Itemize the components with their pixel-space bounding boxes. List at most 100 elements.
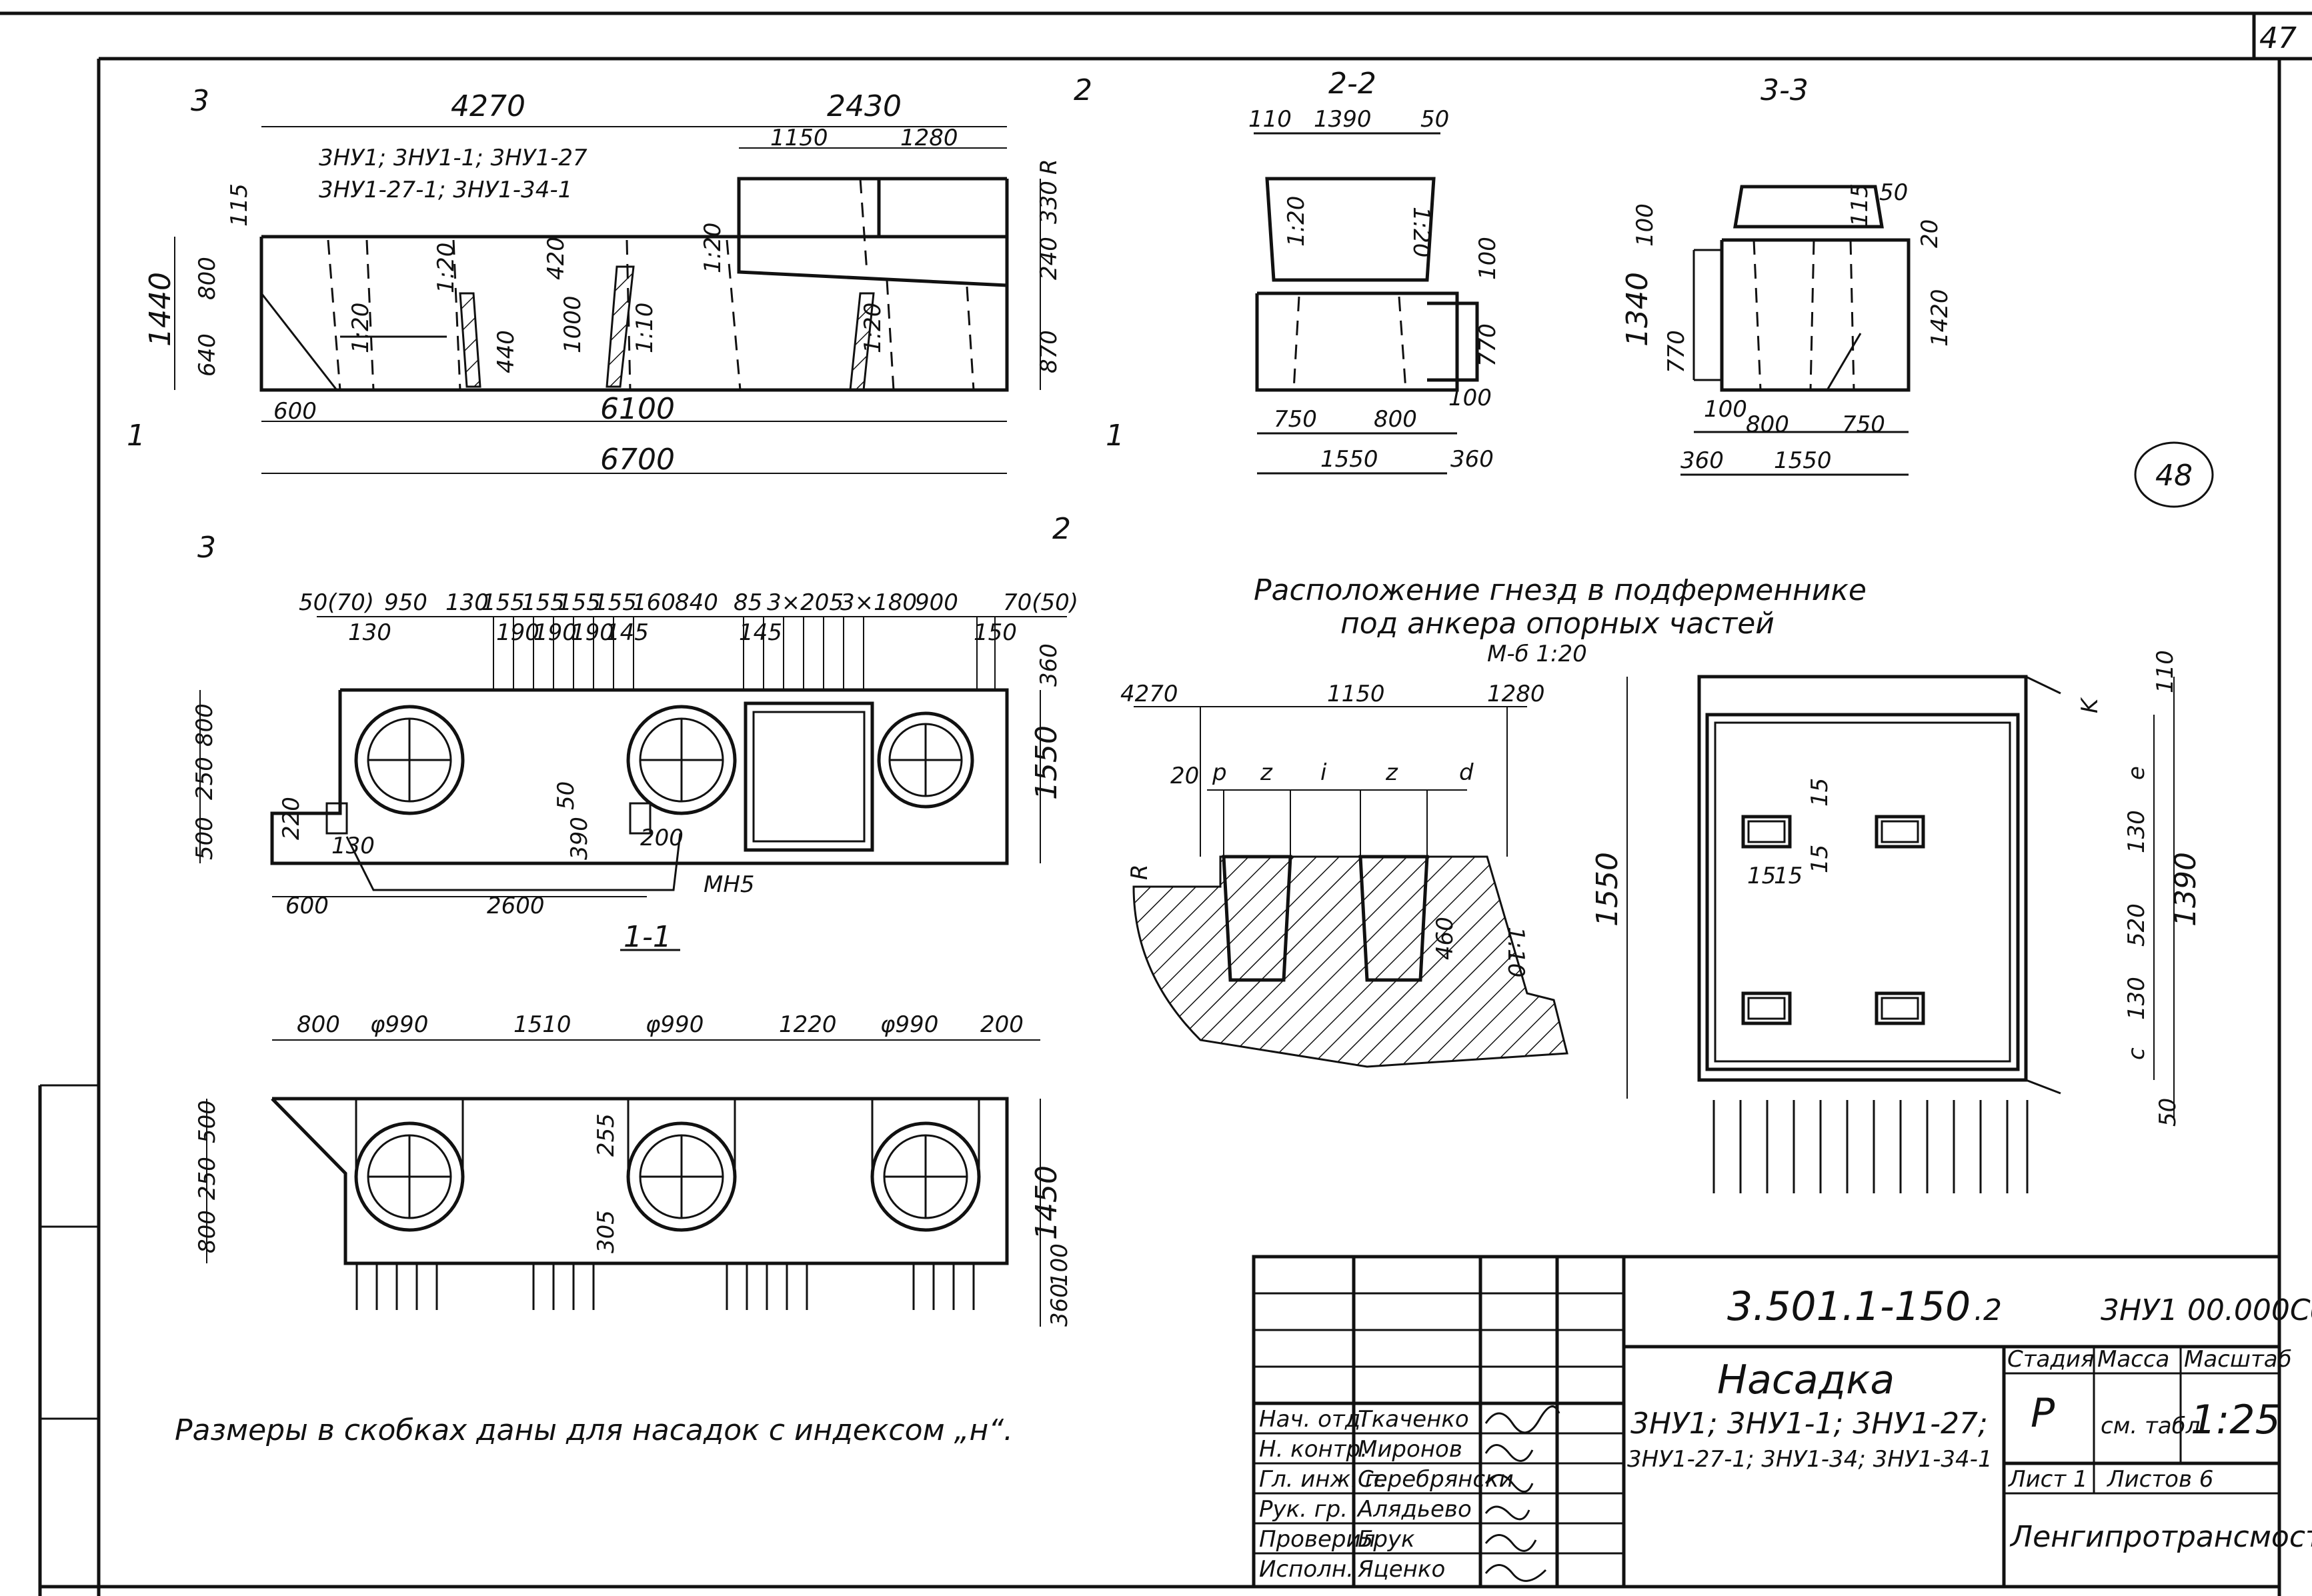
scale-value: 1:25 (2191, 1397, 2281, 1443)
svg-text:1550: 1550 (1590, 852, 1624, 927)
section-title: 1-1 (624, 920, 672, 954)
svg-text:1150: 1150 (1327, 681, 1385, 707)
svg-text:255: 255 (593, 1113, 620, 1157)
svg-text:Брук: Брук (1358, 1526, 1415, 1553)
title-block-text: 3.501.1-150 .2 3НУ1 00.000Сб Насадка 3НУ… (1259, 1283, 2312, 1583)
svg-text:3НУ1-27-1; 3НУ1-34; 3НУ1-34-1: 3НУ1-27-1; 3НУ1-34; 3НУ1-34-1 (1627, 1446, 1993, 1473)
svg-text:3×180: 3×180 (840, 589, 917, 616)
svg-text:1280: 1280 (900, 125, 958, 151)
svg-text:1:20: 1:20 (1408, 207, 1434, 257)
svg-text:1:10: 1:10 (632, 303, 658, 353)
svg-text:1220: 1220 (779, 1011, 837, 1038)
svg-text:6100: 6100 (600, 392, 675, 426)
svg-text:48: 48 (2155, 459, 2193, 493)
svg-text:z: z (1260, 759, 1273, 786)
svg-text:250: 250 (191, 757, 218, 800)
svg-text:z: z (1385, 759, 1398, 786)
svg-text:870: 870 (1036, 330, 1062, 373)
dimension-ticks (493, 617, 996, 690)
svg-text:600: 600 (273, 398, 317, 425)
svg-text:100: 100 (1632, 203, 1658, 247)
svg-text:190: 190 (533, 619, 577, 646)
pile-lines (355, 1263, 975, 1310)
svg-text:15: 15 (1807, 778, 1833, 807)
svg-text:φ990: φ990 (370, 1011, 428, 1038)
svg-text:MH5: MH5 (704, 871, 755, 898)
svg-text:50(70): 50(70) (299, 589, 374, 616)
svg-text:1550: 1550 (1774, 447, 1832, 474)
svg-text:1390: 1390 (2169, 852, 2203, 927)
svg-text:R: R (1036, 159, 1062, 175)
svg-text:600: 600 (285, 893, 329, 919)
plan-bottom (206, 1039, 1041, 1327)
svg-text:1:20: 1:20 (860, 303, 886, 353)
svg-text:Гл. инж. п.: Гл. инж. п. (1259, 1466, 1387, 1493)
svg-text:6700: 6700 (600, 443, 675, 477)
svg-text:4270: 4270 (451, 89, 525, 123)
svg-text:640: 640 (194, 333, 221, 377)
section-title: 3-3 (1761, 73, 1809, 107)
svg-text:Проверил: Проверил (1259, 1526, 1375, 1553)
svg-text:4270: 4270 (1120, 681, 1178, 707)
svg-text:330: 330 (1036, 181, 1062, 224)
svg-text:1:20: 1:20 (700, 223, 726, 273)
svg-text:160: 160 (632, 589, 676, 616)
svg-text:200: 200 (640, 825, 684, 851)
svg-text:800: 800 (194, 1210, 221, 1253)
svg-text:Исполн.: Исполн. (1259, 1556, 1354, 1583)
svg-text:Рук. гр.: Рук. гр. (1259, 1496, 1348, 1523)
svg-text:Н. контр.: Н. контр. (1259, 1436, 1368, 1463)
svg-text:Стадия: Стадия (2007, 1346, 2094, 1373)
svg-text:155: 155 (481, 589, 525, 616)
svg-text:950: 950 (384, 589, 427, 616)
svg-text:420: 420 (543, 237, 569, 280)
svg-text:155: 155 (521, 589, 565, 616)
section-title: 2-2 (1328, 67, 1376, 101)
svg-text:155: 155 (557, 589, 601, 616)
svg-text:130: 130 (445, 589, 489, 616)
svg-text:500: 500 (194, 1100, 221, 1143)
stage-value: Р (2031, 1390, 2055, 1437)
svg-text:Нач. отд.: Нач. отд. (1259, 1406, 1368, 1433)
svg-text:110: 110 (2152, 650, 2179, 693)
section-mark: 2 (1074, 73, 1092, 107)
svg-text:770: 770 (1663, 330, 1690, 373)
svg-text:R: R (1126, 864, 1153, 880)
svg-text:115: 115 (1847, 183, 1873, 227)
svg-text:100: 100 (1474, 237, 1501, 280)
svg-text:130: 130 (348, 619, 391, 646)
socket-detail-labels: 4270 1150 1280 20 p z i z d R 460 1:10 (1120, 681, 1545, 977)
svg-text:K: K (2077, 697, 2103, 713)
svg-text:1390: 1390 (1314, 106, 1372, 133)
svg-text:Ткаченко: Ткаченко (1358, 1406, 1469, 1433)
svg-text:800: 800 (191, 703, 218, 747)
svg-text:800: 800 (194, 257, 221, 300)
svg-text:190: 190 (496, 619, 539, 646)
svg-text:Листов 6: Листов 6 (2106, 1466, 2213, 1493)
svg-text:250: 250 (194, 1157, 221, 1200)
svg-text:Алядьево: Алядьево (1356, 1496, 1472, 1523)
svg-text:e: e (2123, 766, 2150, 780)
svg-text:360: 360 (1680, 447, 1724, 474)
svg-text:50: 50 (2155, 1098, 2181, 1127)
svg-text:1:20: 1:20 (347, 303, 374, 353)
svg-text:1:10: 1:10 (1502, 927, 1529, 977)
plan-bottom-labels: 800 φ990 1510 φ990 1220 φ990 200 500 250… (194, 1011, 1073, 1327)
svg-text:155: 155 (594, 589, 637, 616)
svg-text:1420: 1420 (1927, 289, 1953, 347)
svg-text:110: 110 (1248, 106, 1292, 133)
section-2-2-labels: 2-2 110 1390 50 1:20 1:20 100 770 750 80… (1248, 67, 1501, 473)
svg-text:145: 145 (606, 619, 649, 646)
svg-text:360: 360 (1046, 1283, 1073, 1327)
svg-text:440: 440 (493, 330, 519, 373)
section-mark: 2 (1052, 512, 1071, 546)
section-mark: 1 (127, 419, 145, 453)
svg-text:520: 520 (2123, 903, 2150, 947)
doc-code: 3.501.1-150 (1727, 1283, 1971, 1330)
svg-text:1:20: 1:20 (1283, 196, 1310, 247)
svg-text:200: 200 (980, 1011, 1024, 1038)
type-list: 3НУ1; 3НУ1-1; 3НУ1-27 (319, 145, 588, 171)
drawing-title: Насадка (1717, 1357, 1895, 1403)
svg-text:Яценко: Яценко (1357, 1556, 1445, 1583)
sheet-frame (0, 11, 2312, 1596)
